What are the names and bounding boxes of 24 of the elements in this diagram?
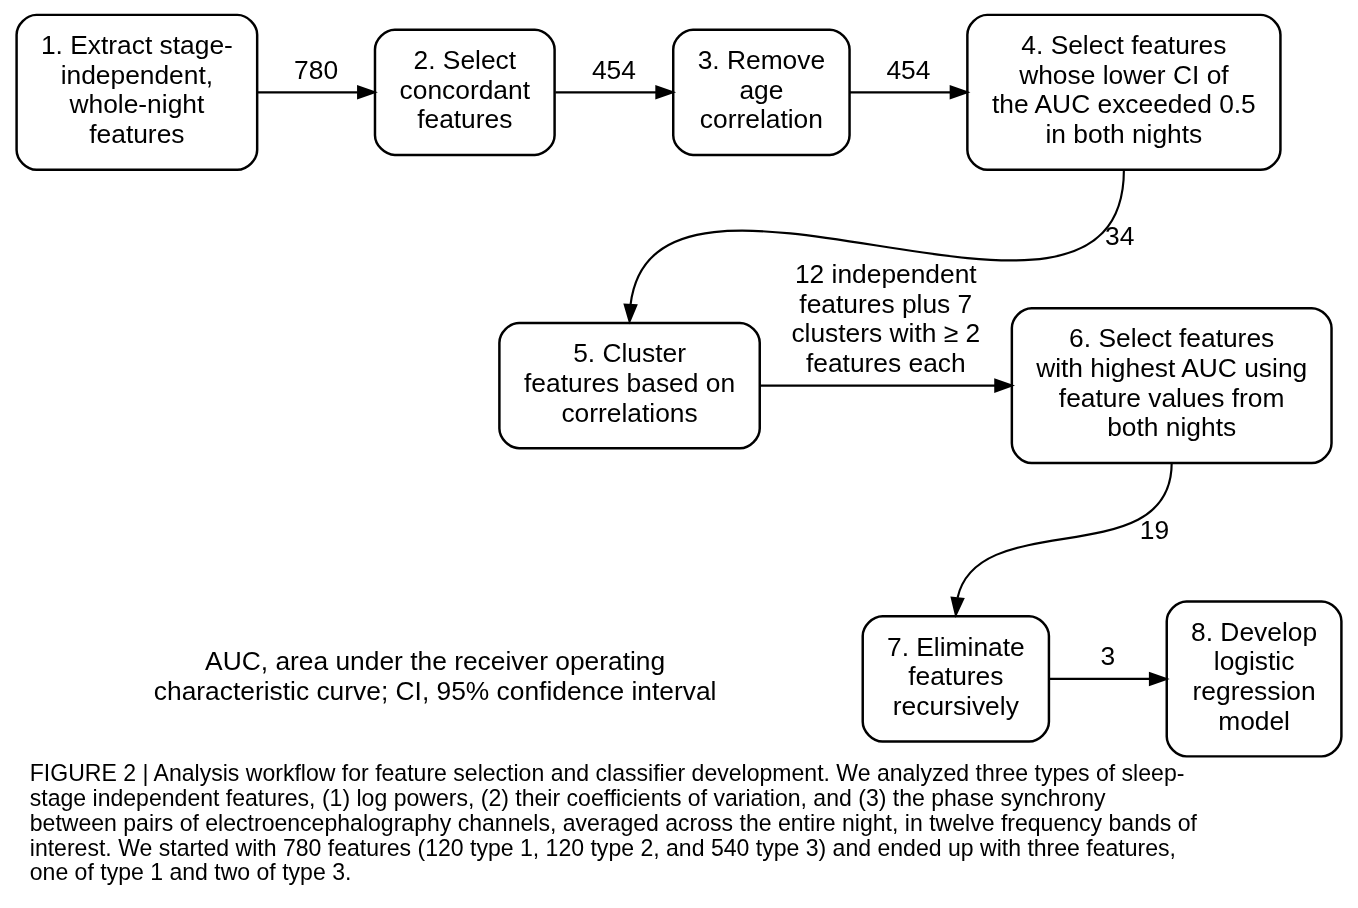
label: AUC, area under the receiver operating characteristic curve; CI, 95% confidence interval — [153, 646, 717, 707]
node-box: 1. Extract stage-independent, whole-night features — [15, 13, 259, 171]
arrow — [257, 85, 378, 100]
node-box: 6. Select features with highest AUC using feature values from both nights — [1010, 306, 1333, 465]
node-box: 3. Remove age correlation — [672, 28, 851, 157]
arrow — [849, 85, 971, 100]
edge-label: 780 — [294, 54, 339, 85]
node-box: 7. Eliminate features recursively — [861, 615, 1051, 743]
edge-label: 12 independent features plus 7 clusters with ≥ 2 features each — [791, 259, 981, 379]
node-box: 8. Develop logistic regression model — [1165, 600, 1343, 758]
arrow — [950, 462, 1173, 618]
edge-label: 3 — [1100, 641, 1116, 672]
arrow — [1049, 671, 1170, 687]
node-box: 5. Cluster features based on correlations — [498, 321, 761, 450]
arrow — [760, 378, 1016, 393]
node-box: 4. Select features whose lower CI of the AUC exceeded 0.5 in both nights — [966, 13, 1282, 171]
node-box: 2. Select concordant features — [373, 28, 556, 157]
edge-label: 454 — [591, 54, 636, 85]
edge-label: 34 — [1105, 221, 1135, 252]
edge-label: 19 — [1139, 514, 1170, 545]
arrow — [623, 169, 1125, 325]
edge-label: 454 — [886, 54, 931, 85]
caption: FIGURE 2 | Analysis workflow for feature selection and classifier development. We analyzed three types of sleep-stage independent features, (1) log powers, (2) their coefficients of variation, and (3) the phase synchrony between pairs of electroencephalography channels, averaged across the entire night, in twelve frequency bands of interest. We started with 780 features (120 type 1, 120 type 2, and 540 type 3) and ended up with three features, one of type 1 and two of type 3. — [29, 760, 1197, 886]
arrow — [555, 85, 677, 100]
